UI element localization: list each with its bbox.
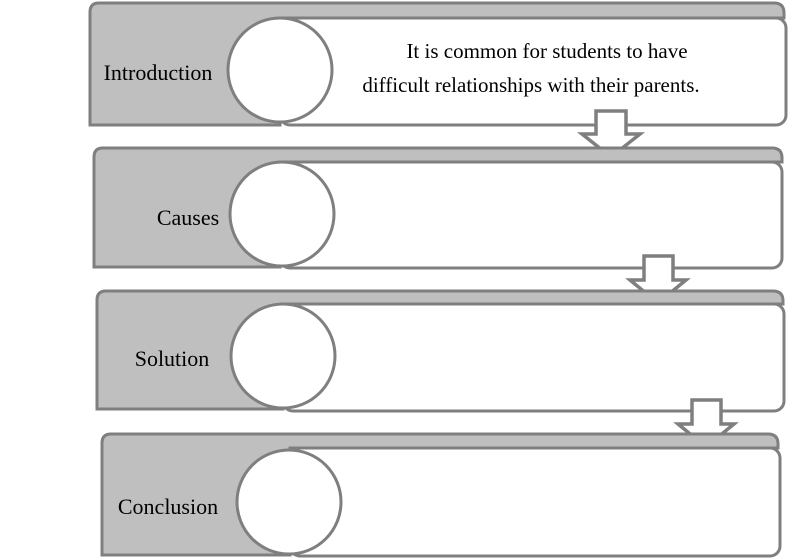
down-arrow-icon bbox=[576, 109, 646, 160]
stage-label: Introduction bbox=[104, 60, 213, 85]
stage-circle bbox=[226, 16, 334, 124]
stage-content-box bbox=[278, 160, 784, 270]
stage-label: Conclusion bbox=[118, 494, 218, 519]
stage-circle bbox=[228, 160, 336, 268]
stage-solution: Solution bbox=[95, 289, 786, 413]
stage-content-line-1: It is common for students to have bbox=[406, 39, 687, 63]
stage-label: Causes bbox=[157, 205, 219, 230]
stage-content-line-2: difficult relationships with their paren… bbox=[362, 73, 699, 97]
stage-conclusion: Conclusion bbox=[100, 432, 782, 558]
stage-causes: Causes bbox=[92, 146, 784, 270]
stage-introduction: Introduction It is common for students t… bbox=[88, 1, 788, 127]
stage-content-box bbox=[278, 16, 788, 127]
stage-circle bbox=[229, 302, 337, 410]
stage-circle bbox=[235, 448, 343, 556]
stage-content-box bbox=[288, 446, 782, 558]
stage-label: Solution bbox=[135, 346, 210, 371]
stage-content-box bbox=[281, 302, 786, 413]
